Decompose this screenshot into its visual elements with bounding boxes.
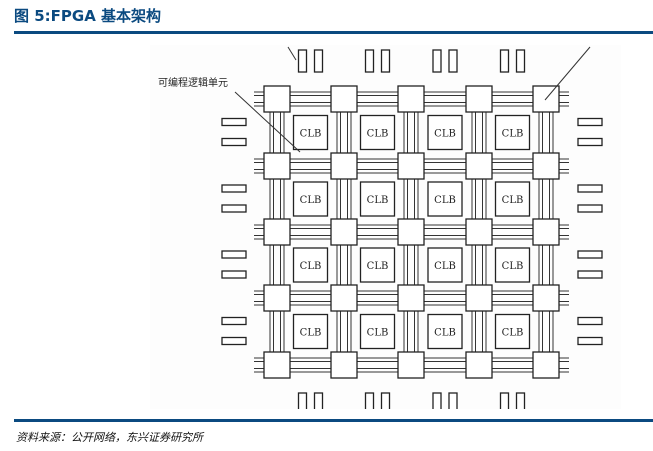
switch-box [263,351,291,379]
io-pad-left [221,336,247,346]
clb-label: CLB [300,195,322,206]
io-pad-right [577,117,603,127]
clb-block [494,181,531,217]
clb-label: CLB [502,129,524,140]
clb-label: 可编程逻辑单元 [158,78,228,89]
clb-label: CLB [502,261,524,272]
io-pad-left [221,117,247,127]
clb-block [427,247,463,283]
switch-box [465,85,493,113]
switch-box [397,351,425,379]
switch-box [263,284,291,312]
clb-block [359,313,396,350]
switch-box [397,218,425,246]
clb-block [427,114,463,151]
leader-line-clb [234,91,301,153]
io-pad-bottom [364,392,375,412]
clb-block [494,247,531,283]
clb-label: CLB [434,129,456,140]
io-pad-bottom [448,392,458,412]
clb-block [359,114,396,151]
io-pad-right [577,184,603,193]
switch-box [532,85,560,113]
clb-block [359,247,396,283]
switch-box [532,218,560,246]
io-pad-bottom [432,392,442,412]
source-note: 资料来源：公开网络，东兴证券研究所 [16,431,203,444]
io-pad-right [577,250,603,259]
fpga-diagram: CLB CLB CLB CLB CLB CLB CLB CLB CLB CLB CLB CLB CLB C… [150,45,621,412]
switch-box [532,284,560,312]
switch-box [465,152,493,180]
io-pad-top [432,49,442,73]
io-pad-left [221,137,247,147]
clb-block [292,181,329,217]
switch-box [532,152,560,180]
io-pad-right [577,270,603,279]
io-pad-top [499,49,510,73]
io-pad-top [313,49,324,73]
io-pad-top [448,49,458,73]
clb-block [427,313,463,350]
clb-label: CLB [367,195,389,206]
io-pad-right [577,137,603,147]
io-pad-right [577,336,603,346]
switch-box [263,152,291,180]
io-pad-bottom [313,392,324,412]
clb-block [427,181,463,217]
io-pad-left [221,270,247,279]
io-pad-right [577,316,603,326]
switch-box [263,218,291,246]
io-pad-left [221,250,247,259]
io-pad-left [221,204,247,213]
clb-label: CLB [300,129,322,140]
clb-block [359,181,396,217]
io-pad-top [380,49,391,73]
leader-line-switch [544,46,591,101]
clb-label: CLB [300,261,322,272]
title-divider [14,31,653,34]
clb-block [292,313,329,350]
io-pad-bottom [515,392,526,412]
switch-box [330,152,358,180]
clb-label: CLB [502,195,524,206]
io-pad-bottom [499,392,510,412]
clb-label: CLB [367,129,389,140]
source-divider [14,419,653,422]
io-pad-bottom [297,392,308,412]
switch-box [397,85,425,113]
switch-box [330,351,358,379]
clb-block [494,114,531,151]
switch-box [465,351,493,379]
io-pad-top [297,49,308,73]
clb-block [494,313,531,350]
figure-title: 图 5:FPGA 基本架构 [14,7,162,25]
io-pad-bottom [380,392,391,412]
switch-box [397,284,425,312]
switch-box [397,152,425,180]
clb-label: CLB [434,261,456,272]
clb-label: CLB [300,328,322,339]
clb-block [292,114,329,151]
switch-box [532,351,560,379]
io-pad-top [515,49,526,73]
clb-label: CLB [367,328,389,339]
switch-box [330,218,358,246]
clb-label: CLB [367,261,389,272]
clb-label: CLB [502,328,524,339]
leader-line-io [287,46,297,61]
clb-label: CLB [434,328,456,339]
switch-box [330,85,358,113]
fpga-architecture-svg: CLB CLB CLB CLB CLB CLB CLB CLB CLB CLB CLB CLB CLB C… [221,46,603,412]
io-pad-left [221,316,247,326]
switch-box [263,85,291,113]
switch-box [465,284,493,312]
clb-block [292,247,329,283]
io-pad-right [577,204,603,213]
io-pad-left [221,184,247,193]
switch-box [330,284,358,312]
io-pad-top [364,49,375,73]
switch-box [465,218,493,246]
clb-label: CLB [434,195,456,206]
